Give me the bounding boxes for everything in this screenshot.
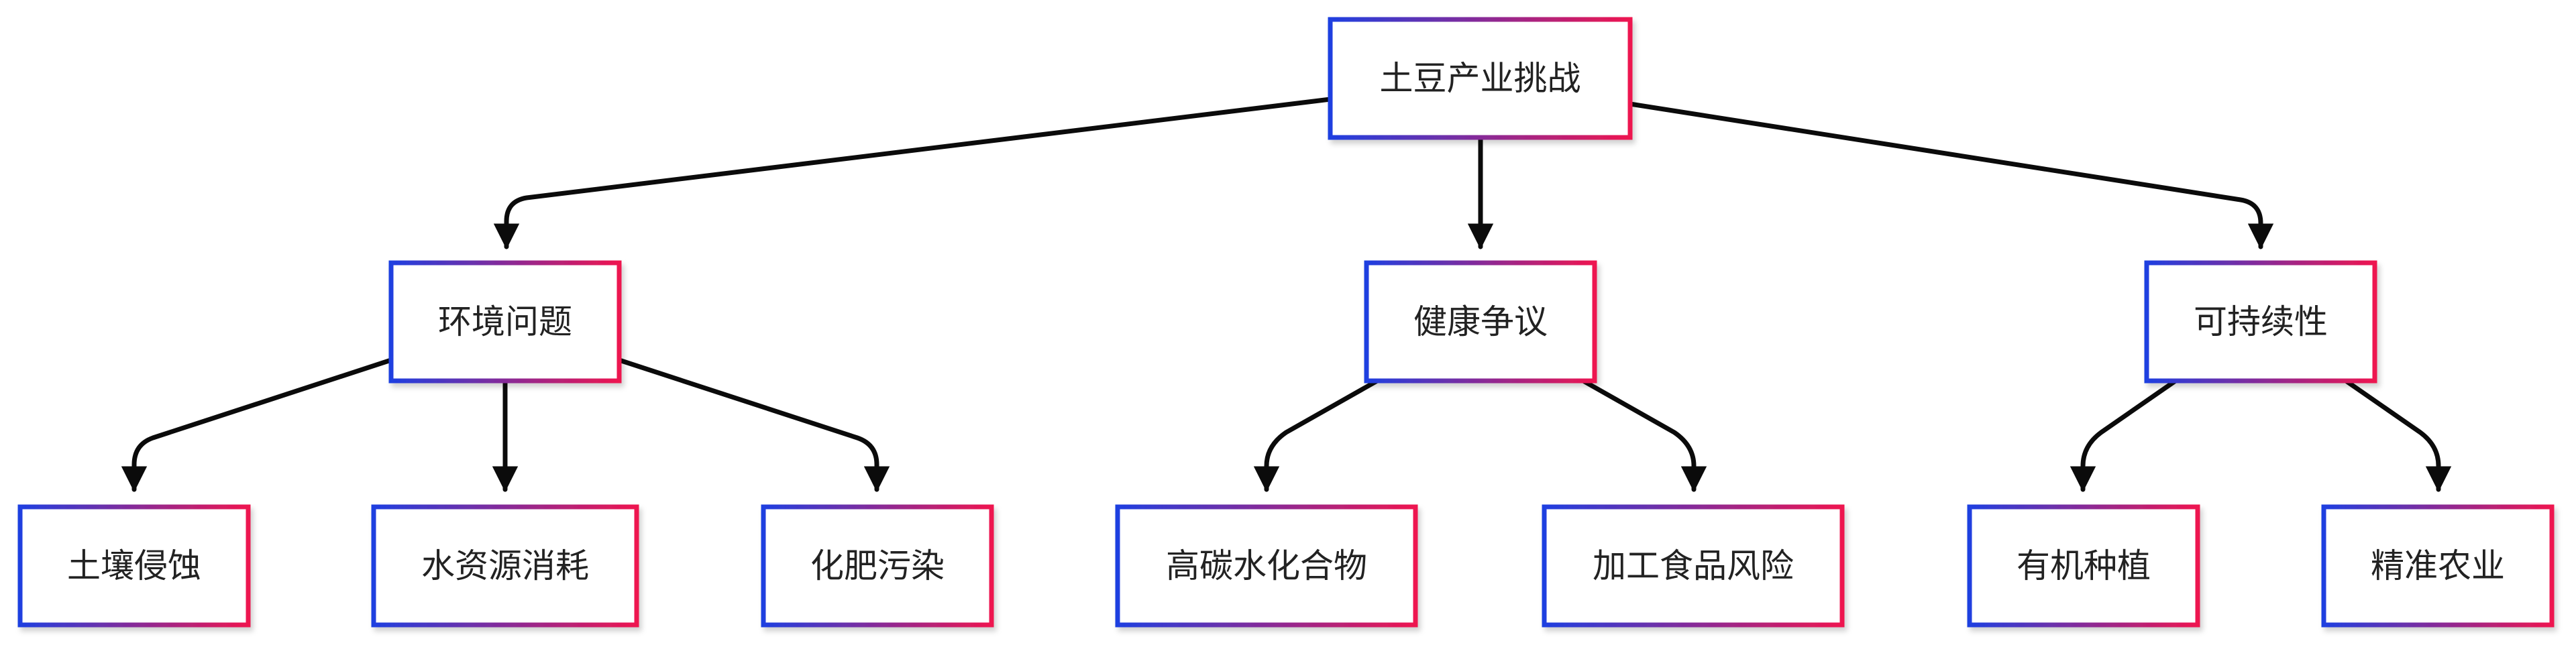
edges xyxy=(121,97,2452,492)
edge-sustain-organic xyxy=(2070,378,2178,492)
node-proc: 加工食品风险 xyxy=(1542,504,1845,628)
edge-sustain-precise xyxy=(2343,378,2452,492)
node-precise: 精准农业 xyxy=(2321,504,2555,628)
node-label: 化肥污染 xyxy=(810,546,945,585)
edge-health-carb xyxy=(1253,378,1380,492)
edge-root-sustain xyxy=(1627,101,2274,249)
node-carb: 高碳水化合物 xyxy=(1115,504,1418,628)
node-label: 健康争议 xyxy=(1413,302,1548,341)
node-label: 可持续性 xyxy=(2194,302,2328,341)
edge-env-fert xyxy=(616,357,890,492)
edge-root-env xyxy=(493,97,1333,249)
node-root: 土豆产业挑战 xyxy=(1328,17,1633,140)
node-water: 水资源消耗 xyxy=(371,504,639,628)
node-sustain: 可持续性 xyxy=(2144,260,2377,384)
node-label: 环境问题 xyxy=(438,302,572,341)
node-label: 有机种植 xyxy=(2017,546,2151,585)
nodes: 土豆产业挑战 环境问题 健康争议 可持续性 土壤侵蚀 水资源消耗 化肥污染 xyxy=(17,17,2555,628)
node-label: 水资源消耗 xyxy=(421,546,589,585)
node-env: 环境问题 xyxy=(388,260,622,384)
node-label: 高碳水化合物 xyxy=(1166,546,1367,585)
node-label: 精准农业 xyxy=(2371,546,2505,585)
node-fert: 化肥污染 xyxy=(761,504,994,628)
node-label: 加工食品风险 xyxy=(1593,546,1794,585)
node-label: 土壤侵蚀 xyxy=(67,546,201,585)
node-soil: 土壤侵蚀 xyxy=(17,504,251,628)
node-health: 健康争议 xyxy=(1364,260,1597,384)
edge-health-proc xyxy=(1580,378,1707,492)
edge-env-soil xyxy=(121,357,394,492)
node-label: 土豆产业挑战 xyxy=(1380,59,1581,98)
node-organic: 有机种植 xyxy=(1967,504,2200,628)
